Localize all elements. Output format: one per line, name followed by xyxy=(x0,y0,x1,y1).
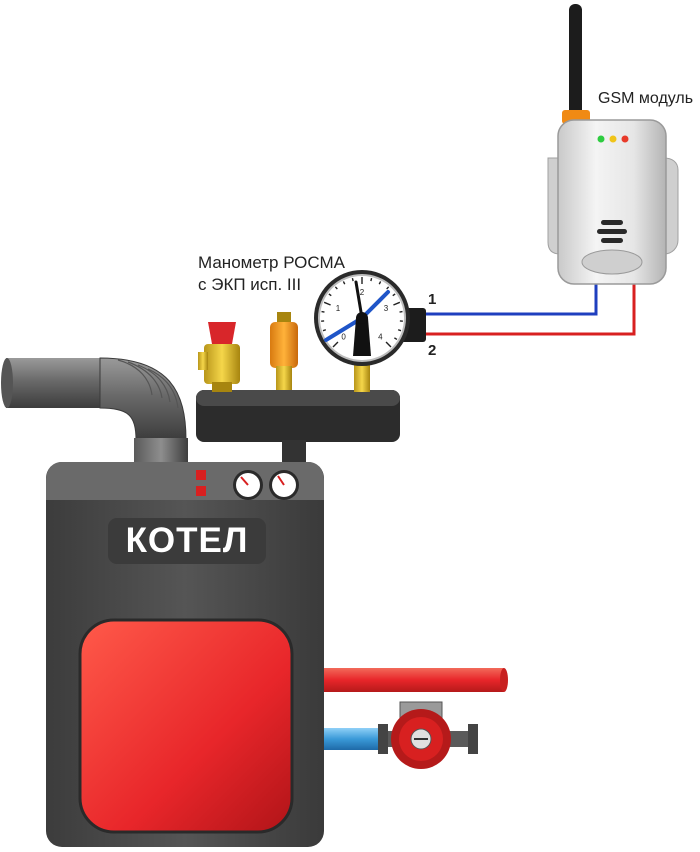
gauge-scale-number: 3 xyxy=(384,304,389,313)
gauge-tick xyxy=(371,278,372,281)
indicator-2 xyxy=(196,486,206,496)
air-vent xyxy=(270,312,298,390)
gauge-stem xyxy=(354,364,370,392)
led-green xyxy=(598,136,605,143)
hot-pipe xyxy=(324,668,504,692)
boiler-label: КОТЕЛ xyxy=(108,518,266,564)
speaker-grille xyxy=(597,220,627,243)
chimney-pipe xyxy=(1,358,188,462)
gauge-scale-number: 2 xyxy=(360,288,365,297)
gauge-scale-number: 1 xyxy=(336,304,341,313)
boiler-gauge-right xyxy=(269,470,299,500)
antenna xyxy=(569,4,582,116)
gauge-tick xyxy=(352,278,353,281)
gauge-title-line1: Манометр РОСМА xyxy=(198,252,345,274)
indicator-1 xyxy=(196,470,206,480)
gsm-module xyxy=(548,4,678,284)
gauge-scale-number: 4 xyxy=(378,332,383,341)
pressure-gauge: 0 1 2 3 4 xyxy=(314,270,426,366)
cold-pipe xyxy=(324,728,382,750)
gauge-tick xyxy=(398,330,401,331)
wire-blue xyxy=(426,282,596,314)
gauge-scale-number: 0 xyxy=(341,332,346,341)
led-yellow xyxy=(610,136,617,143)
manifold xyxy=(196,390,400,466)
boiler-window xyxy=(80,620,292,832)
gauge-title-line2: с ЭКП исп. III xyxy=(198,274,301,296)
gauge-tick xyxy=(323,330,326,331)
safety-valve xyxy=(198,322,240,392)
wire-2-label: 2 xyxy=(428,340,436,362)
gsm-module-label: GSM модуль xyxy=(598,88,693,110)
boiler-gauge-left xyxy=(233,470,263,500)
led-red xyxy=(622,136,629,143)
wire-1-label: 1 xyxy=(428,289,436,311)
circulation-pump xyxy=(378,702,478,769)
wire-red xyxy=(426,282,634,334)
